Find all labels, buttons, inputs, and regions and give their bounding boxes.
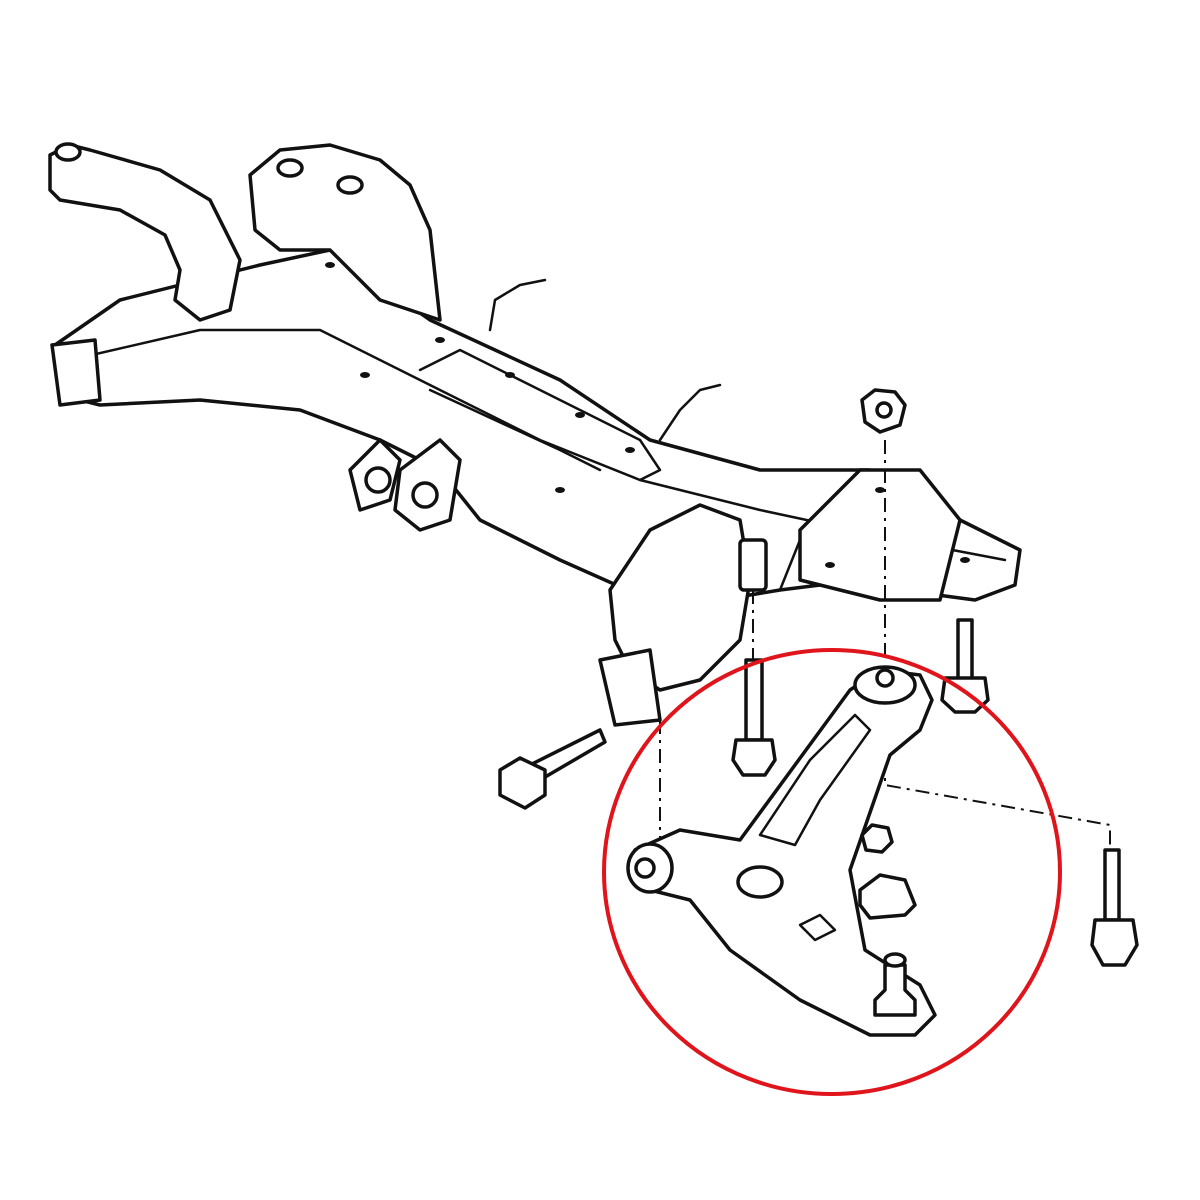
- mounting-holes: [325, 262, 970, 568]
- flange-nut: [860, 388, 907, 434]
- highlight-circle: [602, 648, 1062, 1096]
- bolt-horizontal: [498, 728, 607, 810]
- front-subframe: [48, 142, 1022, 727]
- lower-control-arm: [626, 665, 937, 1037]
- bolt-vertical-right: [940, 618, 990, 714]
- bushing-nut: [860, 823, 894, 854]
- bolt-vertical-left: [731, 658, 777, 777]
- bushing: [858, 873, 917, 920]
- bolt-vertical-far-right: [1090, 848, 1139, 967]
